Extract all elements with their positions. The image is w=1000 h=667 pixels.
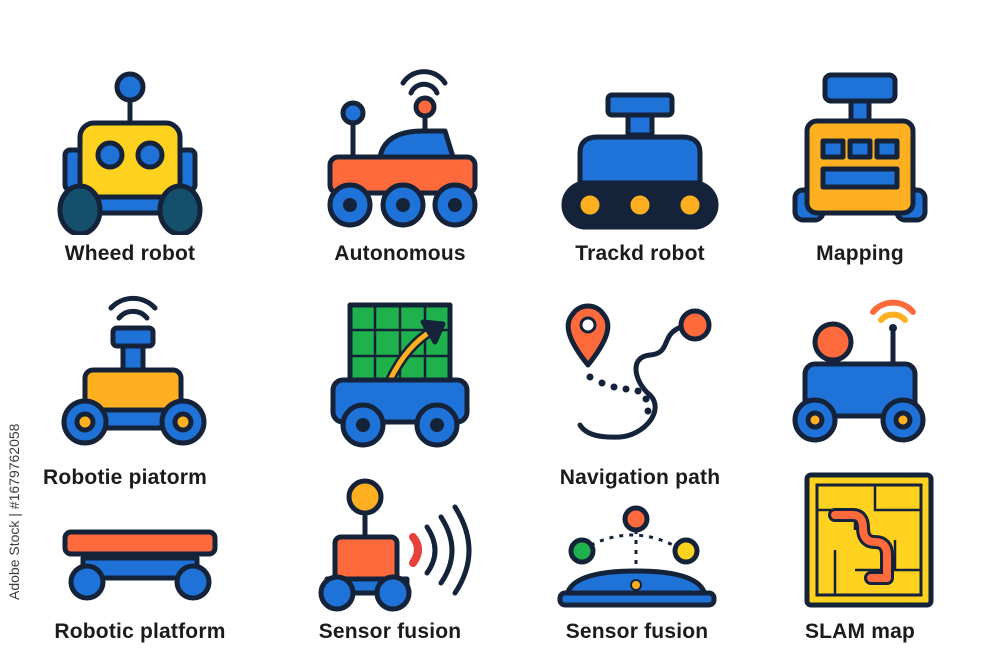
- label-robotie-piatorm: Robotie piatorm: [43, 466, 207, 489]
- label-wheed-robot: Wheed robot: [64, 242, 196, 265]
- rover-icon: [327, 69, 478, 228]
- label-sensor-fusion-1: Sensor fusion: [318, 620, 462, 643]
- navigation-path-icon: [565, 303, 712, 440]
- icon-cell-wheeled-robot: Wheed robot: [5, 60, 255, 280]
- label-navigation-path: Navigation path: [559, 466, 721, 489]
- mapping-robot-icon: [792, 72, 928, 223]
- antenna-robot-icon: [61, 295, 207, 446]
- icon-cell-sensor-fusion-robot: Sensor fusion: [265, 475, 515, 667]
- label-robotic-platform: Robotic platform: [54, 620, 226, 643]
- label-autonomous: Autonomous: [334, 242, 466, 265]
- icon-cell-slam-map: SLAM map: [735, 470, 985, 667]
- map-rover-icon: [330, 302, 470, 448]
- icon-cell-robotic-platform: Robotic platform: [15, 510, 265, 667]
- sensor-dome-icon: [557, 505, 717, 608]
- icon-cell-mapping: Mapping: [735, 60, 985, 280]
- label-trackd-robot: Trackd robot: [575, 242, 705, 265]
- label-slam-map: SLAM map: [804, 620, 916, 643]
- icon-cell-robotic-piatorm: Robotie piatorm: [10, 290, 260, 500]
- icon-cell-tracked-robot: Trackd robot: [515, 60, 765, 280]
- icon-cell-map-rover: [275, 290, 525, 500]
- icon-cell-autonomous: Autonomous: [275, 60, 525, 280]
- label-mapping: Mapping: [816, 242, 904, 265]
- stock-watermark: Adobe Stock | #1679762058: [6, 423, 22, 600]
- icon-cell-sensor-fusion-dome: Sensor fusion: [512, 495, 762, 667]
- platform-cart-icon: [62, 529, 218, 601]
- signal-robot-icon: [792, 299, 926, 443]
- icon-cell-navigation-path: Navigation path: [520, 290, 770, 500]
- label-sensor-fusion-2: Sensor fusion: [565, 620, 709, 643]
- icon-cell-signal-robot: [735, 290, 985, 500]
- slam-map-icon: [804, 472, 934, 608]
- sensor-robot-icon: [318, 478, 472, 612]
- wheeled-robot-icon: [57, 71, 203, 235]
- tracked-robot-icon: [561, 92, 719, 230]
